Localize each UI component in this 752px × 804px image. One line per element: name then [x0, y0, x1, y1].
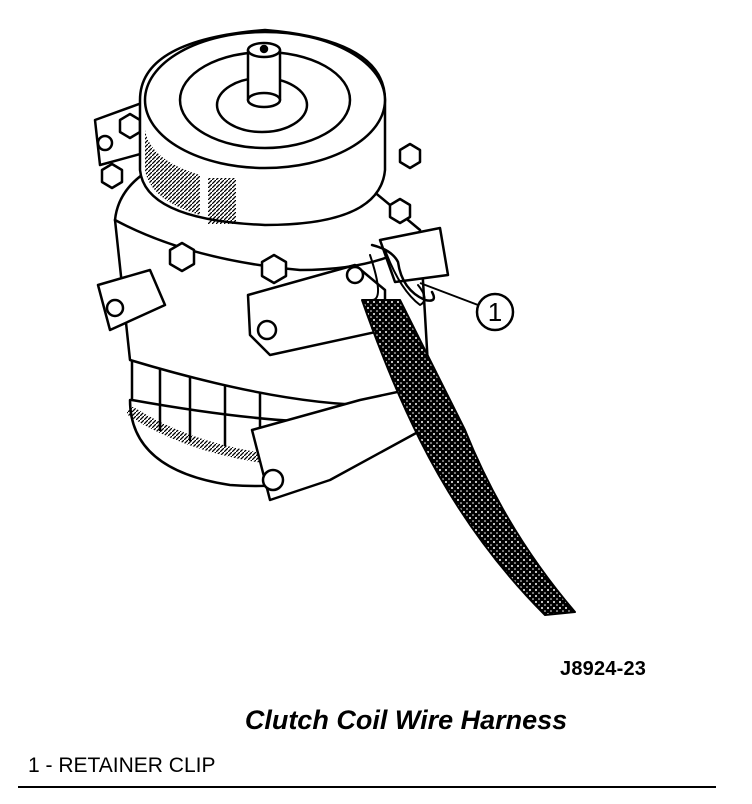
figure-id: J8924-23	[560, 658, 647, 680]
figure-caption: Clutch Coil Wire Harness	[244, 705, 568, 735]
compressor-illustration: 1	[93, 28, 576, 616]
divider-rule	[18, 786, 716, 788]
callout-1: 1	[419, 282, 515, 332]
legend-item-1: 1 - RETAINER CLIP	[28, 754, 216, 777]
wire-harness	[361, 249, 576, 616]
callout-1-label: 1	[488, 297, 502, 327]
retainer-clip	[370, 243, 436, 302]
clutch-pulley	[138, 28, 387, 227]
bolts	[100, 112, 422, 285]
